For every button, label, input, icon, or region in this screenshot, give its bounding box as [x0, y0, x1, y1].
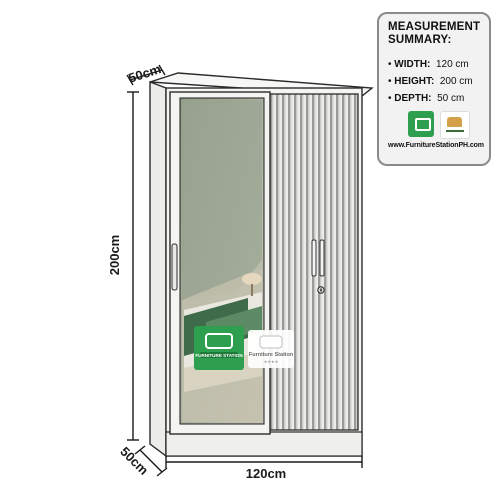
width-dimension: [165, 456, 363, 468]
brand-logo-white-small: [440, 111, 470, 139]
right-door-handle: [311, 239, 325, 277]
brand-logo-white: Furniture Station ★★★★: [248, 330, 294, 368]
svg-text:Furniture Station: Furniture Station: [249, 352, 294, 358]
svg-text:FURNITURE STATION: FURNITURE STATION: [195, 353, 243, 358]
summary-list: • WIDTH: 120 cm • HEIGHT: 200 cm • DEPTH…: [388, 56, 481, 107]
depth-label-bottom: 50cm: [117, 444, 151, 478]
depth-dimension-bottom: [134, 445, 168, 477]
svg-text:★★★★: ★★★★: [264, 359, 279, 364]
mirror-reflection: [182, 100, 262, 422]
height-dimension: [127, 91, 139, 441]
brand-logo-green: FURNITURE STATION: [194, 326, 244, 370]
summary-item-depth: • DEPTH: 50 cm: [388, 93, 465, 104]
summary-title: MEASUREMENT SUMMARY:: [388, 21, 481, 46]
mirror-door-handle: [171, 243, 178, 291]
summary-logos: [408, 111, 481, 139]
measurement-summary-card: MEASUREMENT SUMMARY: • WIDTH: 120 cm • H…: [377, 12, 491, 166]
height-label: 200cm: [107, 235, 122, 275]
website-text: www.FurnitureStationPH.com: [388, 142, 484, 149]
lock-icon: [317, 286, 325, 294]
summary-item-width: • WIDTH: 120 cm: [388, 59, 469, 70]
summary-item-height: • HEIGHT: 200 cm: [388, 76, 473, 87]
brand-logo-green-small: [408, 111, 434, 137]
width-label: 120cm: [246, 466, 286, 481]
depth-dimension-top: [126, 64, 166, 86]
cabinet-side: [149, 80, 167, 458]
